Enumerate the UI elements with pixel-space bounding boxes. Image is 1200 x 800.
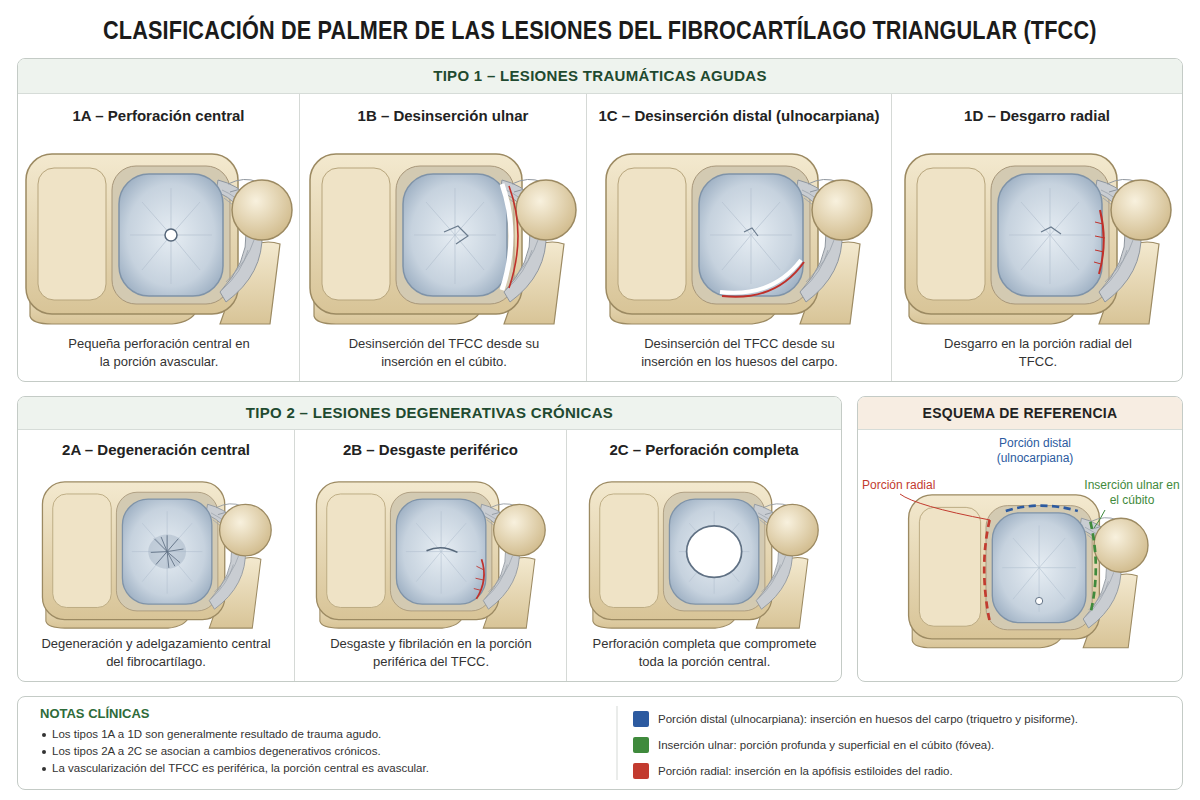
degeneration-zone xyxy=(148,534,186,568)
wrist-anatomy xyxy=(42,482,271,628)
wrist-2b xyxy=(316,482,545,628)
legend-swatch xyxy=(633,711,649,727)
wrist-anatomy xyxy=(909,495,1148,648)
panel-box: TIPO 1 – LESIONES TRAUMÁTICAS AGUDAS1A –… xyxy=(17,58,1183,382)
bullet-dot xyxy=(42,750,46,754)
radial-marker xyxy=(984,520,989,621)
card-heading: 1C – Desinserción distal (ulnocarpiana) xyxy=(587,107,891,124)
tear-hatch xyxy=(1094,222,1105,264)
wear-hatch xyxy=(474,566,483,590)
diagram-title: CLASIFICACIÓN DE PALMER DE LAS LESIONES … xyxy=(103,16,1097,45)
lesion-card: 2A – Degeneración centralDegeneración y … xyxy=(18,429,294,681)
legend-text: Porción distal (ulnocarpiana): inserción… xyxy=(658,711,1078,727)
wrist-1a xyxy=(26,154,292,324)
notes-box: NOTAS CLÍNICAS Los tipos 1A a 1D son gene… xyxy=(17,696,1183,790)
panel-box: TIPO 2 – LESIONES DEGENERATIVAS CRÓNICAS… xyxy=(17,396,842,682)
reference-label: Porción radial xyxy=(862,478,952,493)
card-heading: 2C – Perforación completa xyxy=(567,441,841,458)
lesion-card: 1A – Perforación centralPequeña perforac… xyxy=(18,93,299,381)
card-description: Perforación completa que compromete toda… xyxy=(582,635,827,671)
card-description: Desinserción del TFCC desde su inserción… xyxy=(637,335,842,371)
panel-header: ESQUEMA DE REFERENCIA xyxy=(858,397,1182,430)
wrist-anatomy xyxy=(905,154,1171,324)
note-text: Los tipos 2A a 2C se asocian a cambios d… xyxy=(52,744,381,759)
ulnar-leader xyxy=(1094,510,1105,528)
wrist-2a xyxy=(42,482,271,628)
tear-line xyxy=(509,186,518,288)
wrist-reference xyxy=(909,495,1148,648)
note-text: La vascularización del TFCC es periféric… xyxy=(52,761,429,776)
notes-heading: NOTAS CLÍNICAS xyxy=(40,706,150,721)
card-heading: 1A – Perforación central xyxy=(18,107,299,124)
wrist-anatomy xyxy=(589,482,818,628)
card-description: Desgarro en la porción radial del TFCC. xyxy=(938,335,1138,371)
wrist-1b xyxy=(310,154,576,324)
wrist-anatomy xyxy=(316,482,545,628)
distal-marker xyxy=(1006,506,1078,511)
tear-line xyxy=(722,262,804,297)
lesion-card: 2C – Perforación completaPerforación com… xyxy=(566,429,841,681)
disc-wrinkle xyxy=(1041,227,1061,234)
fibrillation xyxy=(151,535,184,568)
card-description: Degeneración y adelgazamiento central de… xyxy=(31,635,281,671)
disc-wrinkle xyxy=(444,226,468,244)
tear-line xyxy=(1099,210,1104,274)
lesion-card: 1B – Desinserción ulnarDesinserción del … xyxy=(299,93,586,381)
panel-header: TIPO 2 – LESIONES DEGENERATIVAS CRÓNICAS xyxy=(18,397,841,430)
peripheral-wear xyxy=(476,559,484,599)
panel-header: TIPO 1 – LESIONES TRAUMÁTICAS AGUDAS xyxy=(18,59,1182,94)
complete-hole xyxy=(687,526,742,578)
card-description: Desinserción del TFCC desde su inserción… xyxy=(344,335,544,371)
card-heading: 1B – Desinserción ulnar xyxy=(300,107,586,124)
ulnar-marker xyxy=(1090,522,1095,614)
card-heading: 2B – Desgaste periférico xyxy=(295,441,566,458)
bullet-dot xyxy=(42,767,46,771)
reference-label: Inserción ulnar en el cúbito xyxy=(1084,478,1180,508)
card-heading: 2A – Degeneración central xyxy=(18,441,294,458)
lesion-card: 2B – Desgaste periféricoDesgaste y fibri… xyxy=(294,429,566,681)
disc-wrinkle xyxy=(744,228,758,236)
radial-leader xyxy=(900,494,990,520)
wrist-1c xyxy=(606,154,872,324)
title-row: CLASIFICACIÓN DE PALMER DE LAS LESIONES … xyxy=(0,16,1200,45)
legend-swatch xyxy=(633,763,649,779)
wrist-anatomy xyxy=(26,154,292,324)
reference-label: Porción distal (ulnocarpiana) xyxy=(985,436,1085,466)
notes-divider xyxy=(617,706,618,780)
bullet-dot xyxy=(42,733,46,737)
tear-gap xyxy=(502,184,511,290)
wrist-anatomy xyxy=(310,154,576,324)
card-description: Desgaste y fibrilación en la porción per… xyxy=(306,635,556,671)
legend-text: Inserción ulnar: porción profunda y supe… xyxy=(658,737,994,753)
card-description: Pequeña perforación central en la porció… xyxy=(64,335,254,371)
card-heading: 1D – Desgarro radial xyxy=(892,107,1182,124)
note-text: Los tipos 1A a 1D son generalmente resul… xyxy=(52,727,381,742)
central-hole xyxy=(165,229,177,241)
legend-swatch xyxy=(633,737,649,753)
lesion-card: 1D – Desgarro radialDesgarro en la porci… xyxy=(891,93,1182,381)
wrist-2c xyxy=(589,482,818,628)
central-tear xyxy=(427,548,458,553)
wrist-1d xyxy=(905,154,1171,324)
wrist-anatomy xyxy=(606,154,872,324)
central-hole xyxy=(1036,597,1043,604)
tear-gap xyxy=(720,260,801,293)
lesion-card: 1C – Desinserción distal (ulnocarpiana) D… xyxy=(586,93,891,381)
legend-text: Porción radial: inserción en la apófisis… xyxy=(658,763,953,779)
